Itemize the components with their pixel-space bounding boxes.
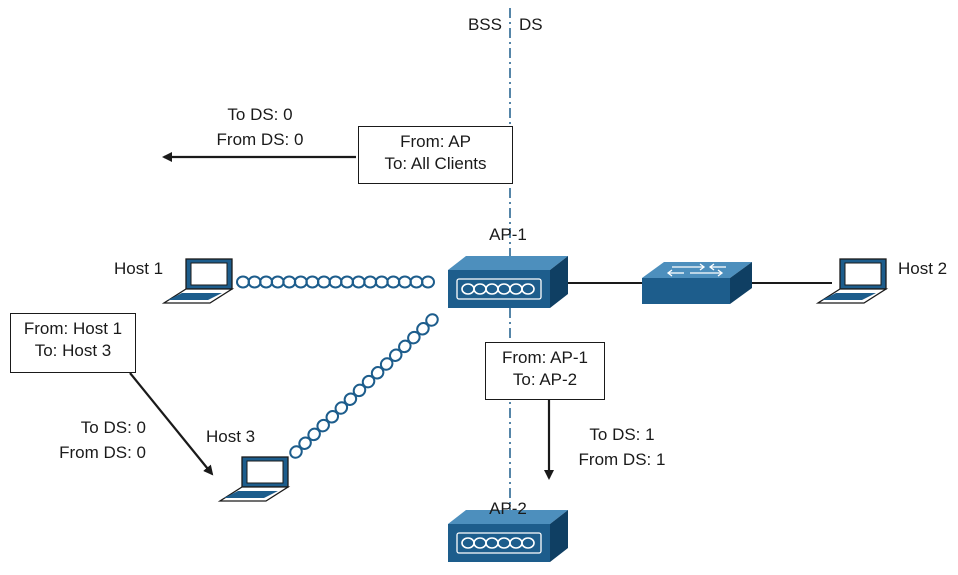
coil-loop bbox=[363, 275, 378, 289]
ap2-label: AP-2 bbox=[489, 499, 527, 518]
broadcast-frame-box: From: AP To: All Clients bbox=[358, 126, 513, 184]
ap-to-ap-frame-box: From: AP-1 To: AP-2 bbox=[485, 342, 605, 400]
coil-loop bbox=[316, 275, 331, 289]
ap-to-ap-frame-from: From: AP-1 bbox=[502, 348, 588, 367]
coil-loop bbox=[340, 275, 355, 289]
coil-loop bbox=[328, 275, 343, 289]
coil-loop bbox=[386, 275, 401, 289]
wireless-link-host1-ap1 bbox=[236, 275, 435, 289]
coil-loop bbox=[421, 275, 435, 289]
bss-label: BSS bbox=[467, 15, 502, 34]
host1-label: Host 1 bbox=[114, 259, 164, 278]
coil-loop bbox=[416, 322, 430, 336]
host-to-host-frame-box: From: Host 1 To: Host 3 bbox=[10, 313, 136, 373]
host-to-host-arrow bbox=[129, 372, 214, 476]
ap-coil-loop bbox=[521, 537, 535, 549]
ap1-device bbox=[448, 256, 568, 308]
coil-loop bbox=[236, 275, 250, 289]
host-to-host-frame-from: From: Host 1 bbox=[23, 319, 123, 338]
ap1-coil-icon bbox=[461, 283, 535, 295]
broadcast-from-ds: From DS: 0 bbox=[216, 130, 304, 149]
switch-device bbox=[642, 262, 752, 304]
coil-loop bbox=[325, 410, 340, 424]
coil-loop bbox=[343, 392, 358, 406]
host2-laptop-icon bbox=[815, 258, 889, 304]
coil-loop bbox=[289, 445, 303, 459]
coil-loop bbox=[425, 313, 439, 327]
coil-loop bbox=[305, 275, 320, 289]
coil-loop bbox=[409, 275, 424, 289]
coil-loop bbox=[316, 418, 330, 433]
ap-to-ap-from-ds: From DS: 1 bbox=[578, 450, 666, 469]
coil-loop bbox=[379, 357, 394, 371]
coil-loop bbox=[407, 330, 421, 345]
coil-loop bbox=[282, 275, 297, 289]
wireless-link-host3-ap1 bbox=[289, 313, 439, 459]
coil-loop bbox=[370, 366, 385, 380]
host-to-host-frame-to: To: Host 3 bbox=[34, 341, 112, 360]
ap-to-ap-to-ds: To DS: 1 bbox=[589, 425, 655, 444]
coil-loop bbox=[293, 275, 308, 289]
coil-loop bbox=[298, 436, 312, 450]
ds-label: DS bbox=[519, 15, 543, 34]
broadcast-frame-to: To: All Clients bbox=[384, 154, 487, 173]
coil-loop bbox=[247, 275, 262, 289]
host-to-host-to-ds: To DS: 0 bbox=[80, 418, 146, 437]
coil-loop bbox=[270, 275, 285, 289]
host-to-host-from-ds: From DS: 0 bbox=[59, 443, 146, 462]
host3-laptop-icon bbox=[217, 456, 291, 502]
ap2-device bbox=[448, 510, 568, 562]
coil-loop bbox=[374, 275, 389, 289]
host1-laptop-icon bbox=[161, 258, 235, 304]
coil-loop bbox=[259, 275, 274, 289]
coil-loop bbox=[397, 275, 412, 289]
coil-loop bbox=[398, 339, 412, 354]
coil-loop bbox=[352, 383, 367, 398]
broadcast-to-ds: To DS: 0 bbox=[227, 105, 293, 124]
ap2-coil-icon bbox=[461, 537, 535, 549]
coil-loop bbox=[388, 348, 403, 362]
coil-loop bbox=[361, 374, 376, 389]
broadcast-frame-from: From: AP bbox=[400, 132, 471, 151]
host2-label: Host 2 bbox=[898, 259, 948, 278]
host3-label: Host 3 bbox=[206, 427, 256, 446]
ap1-label: AP-1 bbox=[489, 225, 527, 244]
coil-loop bbox=[307, 427, 321, 442]
ap-coil-loop bbox=[521, 283, 535, 295]
coil-loop bbox=[334, 401, 349, 415]
ap-to-ap-frame-to: To: AP-2 bbox=[512, 370, 578, 389]
coil-loop bbox=[351, 275, 366, 289]
